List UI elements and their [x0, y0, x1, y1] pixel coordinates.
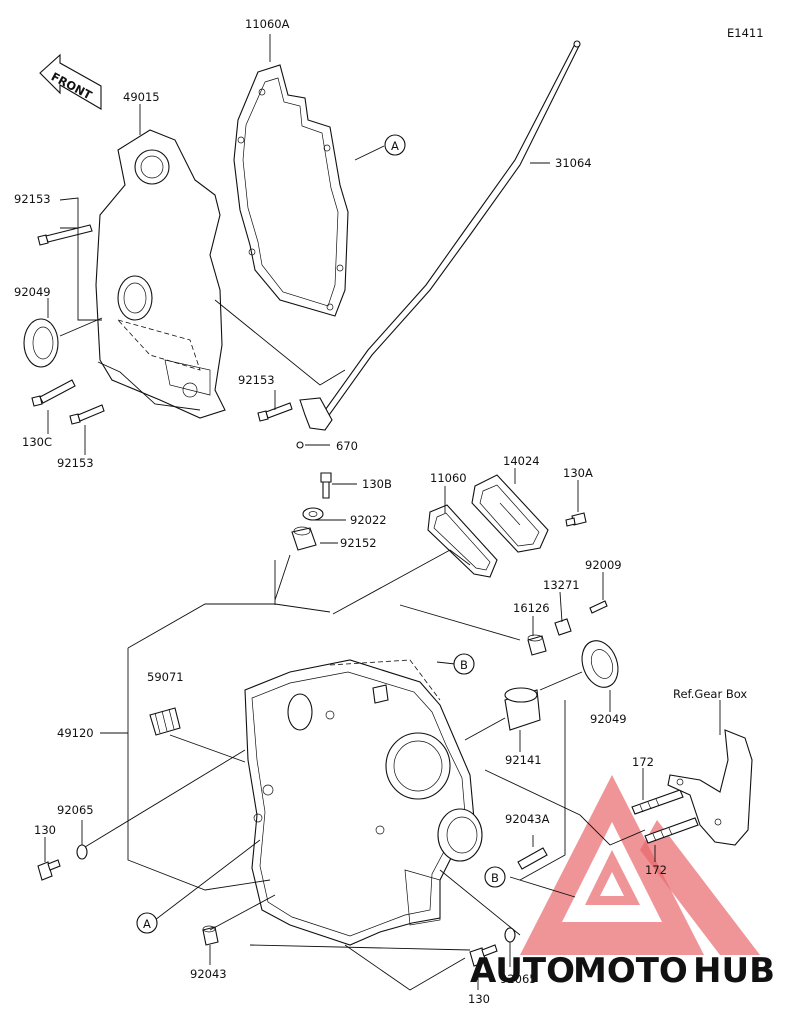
- part-label-14024: 14024: [503, 454, 540, 468]
- part-label-130-b: 130: [468, 992, 490, 1006]
- part-label-92065-a: 92065: [57, 803, 94, 817]
- clip-13271-icon: [554, 618, 572, 636]
- part-label-92043a: 92043A: [505, 812, 550, 826]
- watermark-logo: [520, 775, 760, 955]
- dipstick: [317, 43, 580, 426]
- bolt-92153-b-icon: [69, 404, 105, 425]
- gasket-outline: [233, 64, 349, 317]
- svg-text:AUTO: AUTO: [470, 951, 575, 991]
- svg-text:HUB: HUB: [693, 951, 775, 991]
- part-label-49015: 49015: [123, 90, 160, 104]
- washer-92022-icon: [302, 507, 324, 521]
- bushing-92141-icon: [504, 687, 541, 731]
- svg-text:A: A: [143, 917, 151, 931]
- svg-text:MOTO: MOTO: [573, 951, 688, 991]
- part-label-172-b: 172: [645, 863, 667, 877]
- front-arrow-icon: FRONT: [39, 53, 102, 110]
- diagram-code: E1411: [727, 26, 764, 40]
- part-label-92153-b: 92153: [57, 456, 94, 470]
- bracket-gear-box: [667, 729, 753, 846]
- oil-seal-92049-a-icon: [23, 318, 59, 368]
- svg-text:B: B: [460, 658, 468, 672]
- dowel-92043-icon: [202, 925, 219, 946]
- ref-marker-a-top: A: [384, 134, 406, 156]
- stud-172-a-icon: [631, 789, 684, 815]
- part-label-92009: 92009: [585, 558, 622, 572]
- part-label-130-a: 130: [34, 823, 56, 837]
- part-label-13271: 13271: [543, 578, 580, 592]
- part-label-92152: 92152: [340, 536, 377, 550]
- part-label-92153-c: 92153: [238, 373, 275, 387]
- part-label-172-a: 172: [632, 755, 654, 769]
- gasket-11060: [427, 504, 498, 578]
- part-label-670: 670: [336, 439, 358, 453]
- ref-marker-b-upper: B: [453, 653, 475, 675]
- bolt-130b-icon: [320, 472, 332, 499]
- part-label-49120: 49120: [57, 726, 94, 740]
- part-label-92049-a: 92049: [14, 285, 51, 299]
- spring-59071-icon: [149, 707, 181, 736]
- watermark-text: AUTO MOTO HUB: [470, 951, 775, 991]
- part-label-92141: 92141: [505, 753, 542, 767]
- part-label-92065-b: 92065: [500, 972, 537, 986]
- part-label-130a: 130A: [563, 466, 593, 480]
- part-label-31064: 31064: [555, 156, 592, 170]
- bolt-130-b-icon: [469, 944, 498, 967]
- stud-172-b-icon: [644, 817, 699, 844]
- pin-92043a-icon: [517, 847, 548, 870]
- part-label-16126: 16126: [513, 601, 550, 615]
- oil-seal-92049-b-icon: [581, 640, 619, 688]
- pin-16126-icon: [527, 634, 547, 656]
- bolt-130a-icon: [565, 512, 587, 527]
- part-label-11060a: 11060A: [245, 17, 290, 31]
- bolt-130-a-icon: [37, 859, 61, 881]
- part-label-59071: 59071: [147, 670, 184, 684]
- bolt-92153-a-icon: [37, 224, 93, 246]
- crankcase: [244, 659, 476, 946]
- part-label-130b: 130B: [362, 477, 392, 491]
- part-label-130c: 130C: [22, 435, 52, 449]
- gear-case-cover: [95, 129, 226, 419]
- svg-text:B: B: [491, 871, 499, 885]
- bolt-130c-icon: [31, 379, 76, 407]
- part-label-11060: 11060: [430, 471, 467, 485]
- ref-note-gear-box: Ref.Gear Box: [673, 687, 747, 701]
- bolt-92153-c-icon: [257, 402, 293, 422]
- part-label-92022: 92022: [350, 513, 387, 527]
- svg-text:A: A: [391, 139, 399, 153]
- ref-marker-b-lower: B: [484, 866, 506, 888]
- collar-92152-icon: [291, 526, 317, 551]
- part-label-92043: 92043: [190, 967, 227, 981]
- screw-92009-icon: [589, 600, 608, 614]
- part-label-92153-a: 92153: [14, 192, 51, 206]
- ref-marker-a-lower: A: [136, 912, 158, 934]
- part-label-92049-b: 92049: [590, 712, 627, 726]
